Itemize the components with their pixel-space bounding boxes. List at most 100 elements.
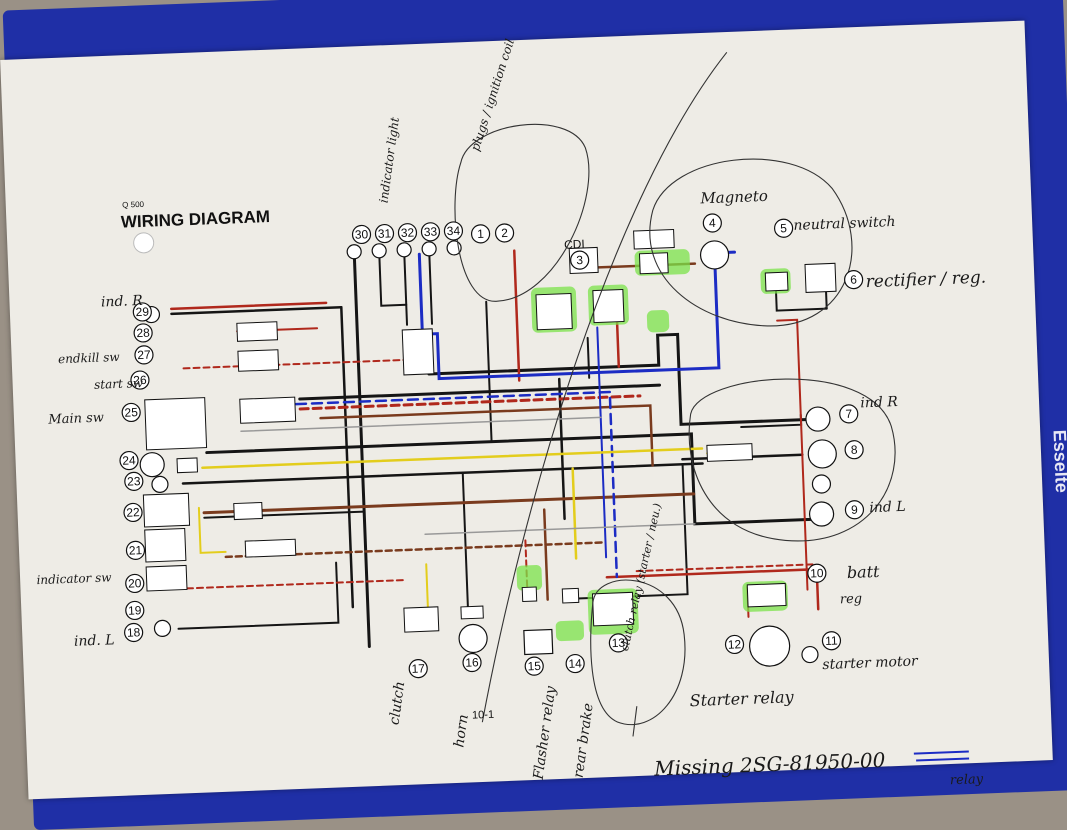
component-number-label: 3 <box>576 253 584 267</box>
component-number-label: 15 <box>527 659 541 674</box>
component-number-ring <box>130 370 150 390</box>
component-number-label: 4 <box>709 216 717 230</box>
component-number-11: 11 <box>821 631 842 651</box>
note-rectifier-reg: rectifier / reg. <box>865 268 986 293</box>
note-starter-motor: starter motor <box>822 653 919 673</box>
note-magneto: Magneto <box>699 187 768 208</box>
light-23 <box>151 475 169 493</box>
component-number-ring <box>462 652 482 673</box>
binder-brand: Esselte <box>1050 429 1067 493</box>
component-number-3: 3 <box>570 250 590 270</box>
component-number-label: 31 <box>378 226 392 241</box>
component-number-ring <box>124 471 144 491</box>
component-number-20: 20 <box>125 573 145 594</box>
note-plugs-ignition-coil: plugs / ignition coil <box>468 37 517 153</box>
lamp-33 <box>421 241 437 257</box>
component-number-19: 19 <box>125 600 145 621</box>
component-number-10: 10 <box>807 563 827 583</box>
headlight-bulb <box>807 439 837 469</box>
component-number-ring <box>608 633 628 653</box>
light-18 <box>153 619 172 637</box>
component-number-label: 32 <box>401 225 415 240</box>
component-number-ring <box>494 223 515 243</box>
note-relay: relay <box>950 772 984 788</box>
tail-bulb <box>811 474 832 494</box>
component-number-ring <box>443 221 464 241</box>
note-reg: reg <box>840 592 863 608</box>
blue-double-underline <box>913 750 970 762</box>
component-number-ring <box>351 224 372 245</box>
component-number-24: 24 <box>119 450 139 471</box>
note-endkill-sw: endkill sw <box>58 350 121 366</box>
indicator-l-bulb <box>808 501 835 527</box>
note-ind-l-left: ind. L <box>74 632 115 650</box>
component-number-34: 34 <box>443 221 464 241</box>
component-number-label: 16 <box>465 655 479 670</box>
component-number-7: 7 <box>839 404 859 424</box>
connector-blocks <box>142 228 837 633</box>
component-number-22: 22 <box>123 502 143 523</box>
component-number-label: 7 <box>845 407 853 421</box>
component-number-27: 27 <box>134 345 154 365</box>
component-number-ring <box>773 218 794 238</box>
component-number-2: 2 <box>494 223 515 243</box>
component-number-ring <box>844 270 864 290</box>
component-number-ring <box>839 404 859 424</box>
note-horn: horn <box>451 713 471 748</box>
component-number-ring <box>134 345 154 365</box>
component-number-15: 15 <box>524 656 544 676</box>
component-number-ring <box>565 653 585 674</box>
component-number-ring <box>125 540 146 560</box>
component-number-label: 13 <box>611 636 625 651</box>
starter-relay-symbol <box>749 625 791 667</box>
component-number-33: 33 <box>420 222 441 242</box>
component-number-label: 28 <box>136 326 150 341</box>
component-number-label: 33 <box>424 225 438 240</box>
light-24 <box>139 452 165 478</box>
component-number-ring <box>397 223 418 243</box>
component-number-label: 25 <box>124 405 138 420</box>
page-number: 10-1 <box>472 709 494 722</box>
component-number-13: 13 <box>608 633 628 653</box>
component-number-ring <box>844 440 864 460</box>
note-flasher-relay: Flasher relay <box>531 684 560 781</box>
component-number-ring <box>123 502 143 523</box>
component-number-ring <box>821 631 842 651</box>
component-number-6: 6 <box>844 270 864 290</box>
model-code: Q 500 <box>122 200 145 210</box>
component-number-5: 5 <box>773 218 794 238</box>
component-number-label: 29 <box>135 305 149 320</box>
component-number-ring <box>420 222 441 242</box>
note-start-sw: start sw <box>94 376 144 392</box>
flasher-relay-box <box>523 628 554 656</box>
component-number-29: 29 <box>132 302 152 322</box>
component-number-ring <box>844 500 865 520</box>
horn-symbol <box>458 623 488 654</box>
component-number-ring <box>570 250 590 270</box>
component-number-label: 6 <box>850 272 858 286</box>
component-number-label: 26 <box>133 373 147 388</box>
component-number-ring <box>408 659 428 679</box>
component-number-18: 18 <box>124 622 144 643</box>
component-number-label: 12 <box>728 637 742 652</box>
component-number-ring <box>119 450 139 471</box>
cdi-label: CDI <box>564 237 585 252</box>
component-number-12: 12 <box>724 634 745 655</box>
component-number-30: 30 <box>351 224 372 245</box>
note-ind-l-right: ind L <box>869 499 906 516</box>
component-number-16: 16 <box>462 652 482 673</box>
component-number-ring <box>132 302 152 322</box>
indicator-r-bulb <box>805 406 831 432</box>
component-number-label: 8 <box>851 443 859 457</box>
note-missing-part: Missing 2SG-81950-00 <box>653 748 886 781</box>
component-number-label: 20 <box>128 576 142 591</box>
component-number-32: 32 <box>397 223 418 243</box>
component-number-ring <box>724 634 745 655</box>
component-number-label: 1 <box>477 227 485 241</box>
component-number-ring <box>133 323 153 343</box>
component-number-label: 18 <box>127 625 141 640</box>
component-number-1: 1 <box>470 224 491 244</box>
component-number-label: 11 <box>825 633 838 647</box>
starter-motor-symbol <box>801 645 819 664</box>
